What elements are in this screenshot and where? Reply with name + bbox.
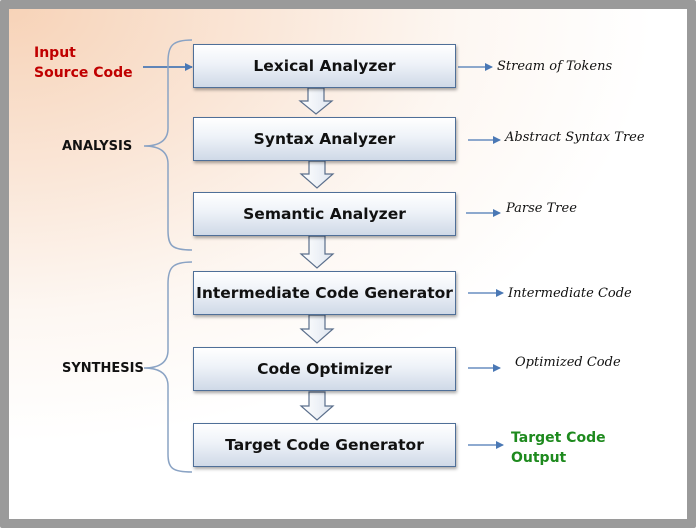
intermediate-code-generator-label: Intermediate Code Generator — [196, 284, 453, 302]
input-label-line2: Source Code — [34, 65, 133, 81]
synthesis-brace — [143, 261, 193, 473]
down-arrow-3 — [299, 235, 335, 269]
syntax-analyzer-label: Syntax Analyzer — [253, 130, 396, 148]
input-label: Input Source Code — [34, 43, 133, 83]
code-optimizer-box: Code Optimizer — [193, 347, 456, 391]
optimized-code-label: Optimized Code — [515, 355, 621, 370]
analysis-brace — [143, 39, 193, 251]
intermediate-code-label: Intermediate Code — [508, 286, 632, 301]
target-code-generator-box: Target Code Generator — [193, 423, 456, 467]
down-arrow-2 — [299, 160, 335, 189]
abstract-syntax-tree-label: Abstract Syntax Tree — [505, 130, 645, 145]
intermediate-code-generator-box: Intermediate Code Generator — [193, 271, 456, 315]
target-code-output-line1: Target Code — [511, 430, 606, 446]
input-label-line1: Input — [34, 45, 76, 61]
down-arrow-1 — [298, 87, 334, 115]
analysis-label: ANALYSIS — [62, 139, 133, 154]
semantic-analyzer-label: Semantic Analyzer — [243, 205, 406, 223]
lexical-analyzer-box: Lexical Analyzer — [193, 44, 456, 88]
parse-tree-label: Parse Tree — [506, 201, 577, 216]
syntax-analyzer-box: Syntax Analyzer — [193, 117, 456, 161]
down-arrow-4 — [299, 314, 335, 344]
stream-of-tokens-label: Stream of Tokens — [497, 59, 613, 74]
lexical-analyzer-label: Lexical Analyzer — [253, 57, 396, 75]
target-code-generator-label: Target Code Generator — [225, 436, 424, 454]
synthesis-label: SYNTHESIS — [62, 361, 144, 376]
target-code-output-label: Target Code Output — [511, 428, 606, 468]
semantic-analyzer-box: Semantic Analyzer — [193, 192, 456, 236]
down-arrow-5 — [299, 391, 335, 421]
target-code-output-line2: Output — [511, 450, 567, 466]
code-optimizer-label: Code Optimizer — [257, 360, 392, 378]
